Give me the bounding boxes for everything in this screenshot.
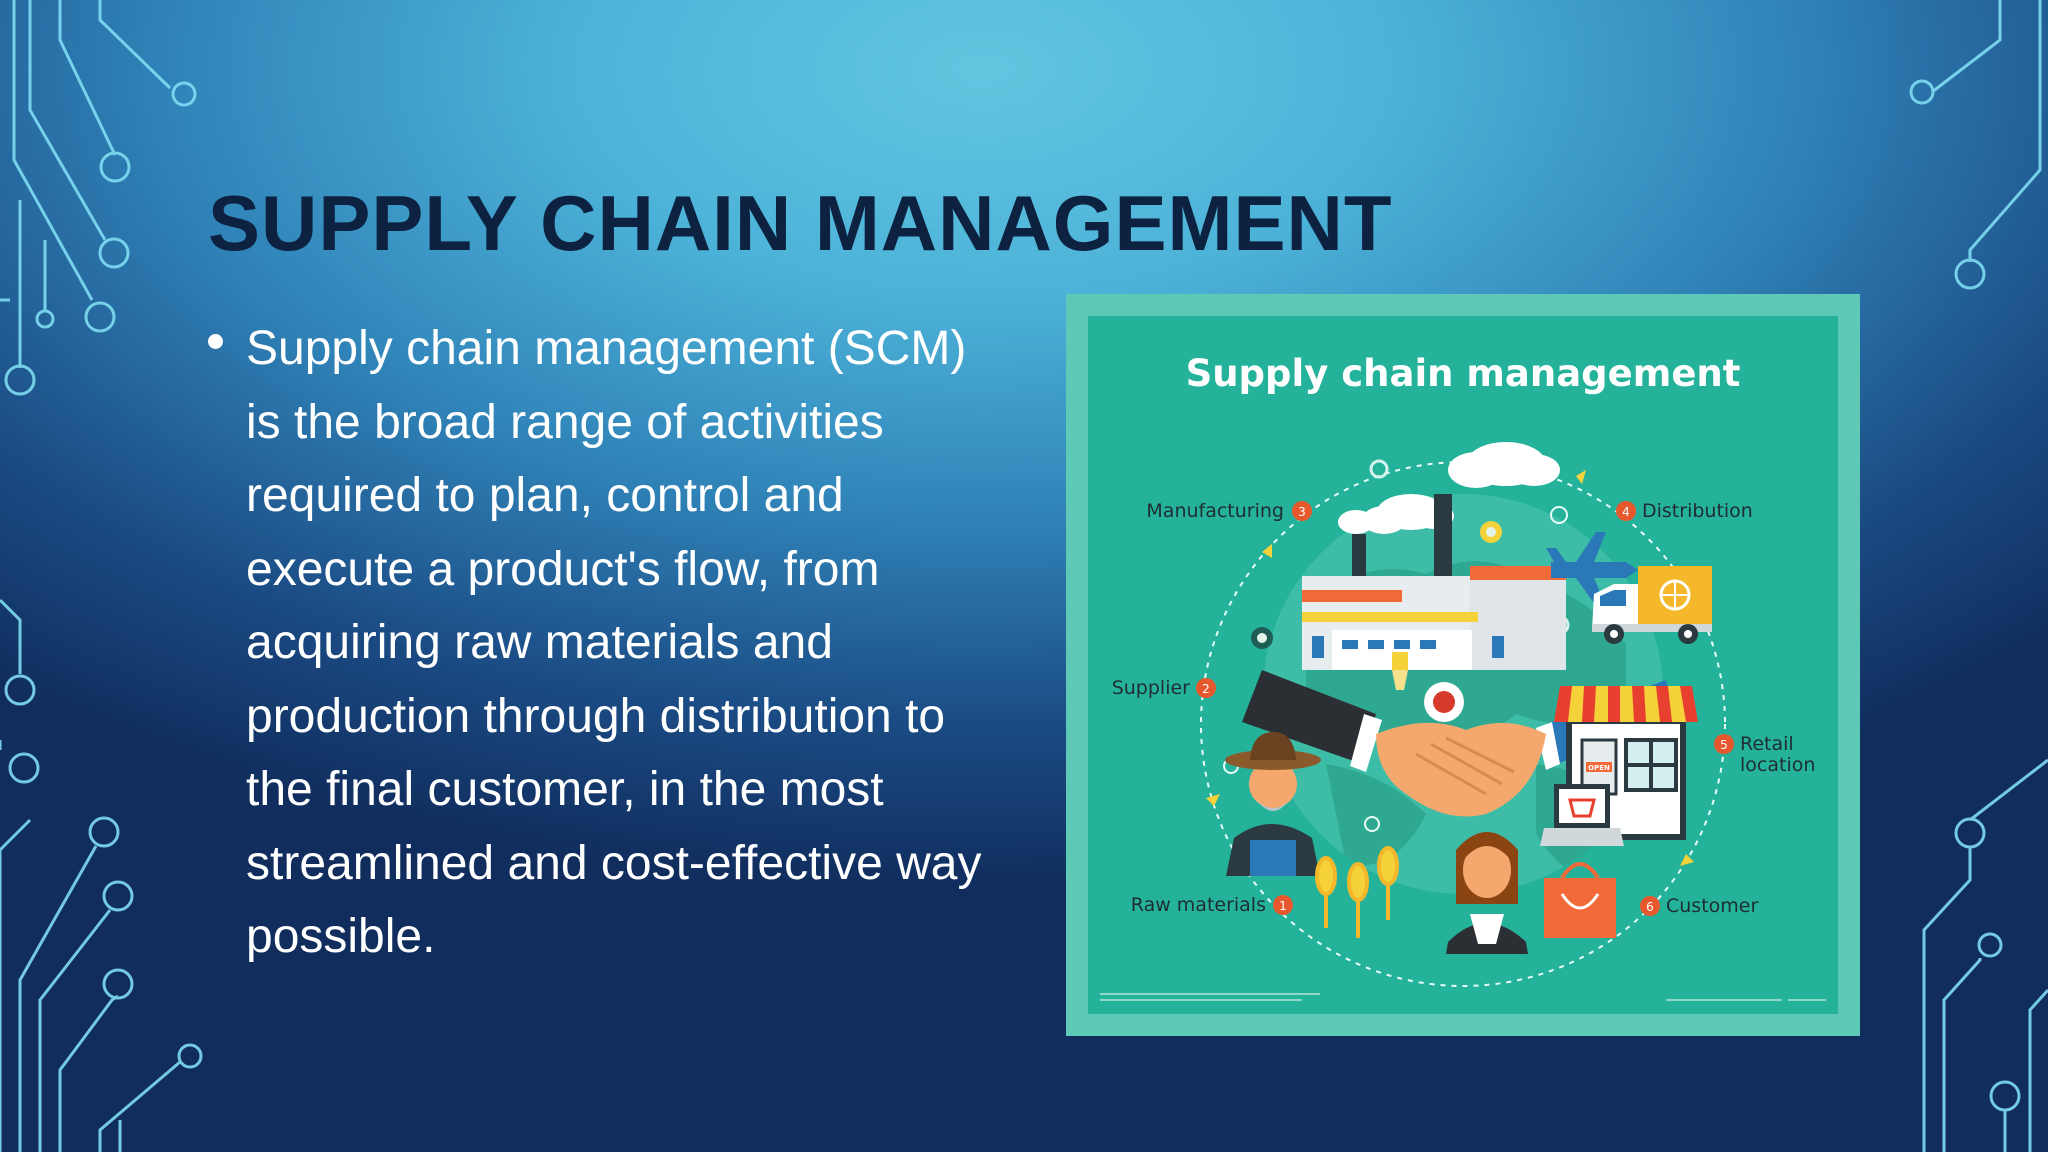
shopping-bag-icon [1544,862,1616,938]
bullet-text: Supply chain management (SCM) is the bro… [246,322,982,963]
airplane-icon [1546,532,1638,606]
store-icon: OPEN [1554,686,1698,840]
infographic-title: Supply chain management [1186,352,1741,395]
step-label-raw-materials: Raw materials [1131,894,1266,916]
laptop-icon [1540,784,1624,846]
customer-icon [1446,832,1528,954]
step-label-supplier: Supplier [1112,677,1190,699]
step-number-2: 2 [1202,682,1210,696]
bullet-dot [208,334,223,349]
step-label-distribution: Distribution [1642,500,1753,522]
open-sign: OPEN [1588,764,1610,772]
delivery-truck-icon [1592,566,1712,644]
step-number-4: 4 [1622,505,1630,519]
slide-title: SUPPLY CHAIN MANAGEMENT [208,179,1393,267]
step-number-3: 3 [1298,505,1306,519]
wheat-icon [1315,846,1399,938]
step-badge [1714,734,1734,754]
step-label-retail-line1: Retail [1740,733,1794,755]
step-label-customer: Customer [1666,895,1758,917]
step-number-1: 1 [1279,899,1287,913]
step-label-retail-line2: location [1740,754,1815,776]
step-badge [1616,501,1636,521]
footer-credits [1100,993,1826,1001]
bullet-list: Supply chain management (SCM) is the bro… [208,312,988,974]
step-number-6: 6 [1646,900,1654,914]
step-number-5: 5 [1720,738,1728,752]
supply-chain-infographic: Supply chain management [1066,294,1860,1036]
factory-icon [1302,494,1566,690]
gear-icon [1251,459,1570,722]
step-badge [1196,678,1216,698]
step-badge [1292,501,1312,521]
cloud-icon [1338,442,1560,534]
farmer-icon [1225,732,1321,876]
step-badge [1640,896,1660,916]
step-badge [1273,895,1293,915]
step-label-manufacturing: Manufacturing [1146,500,1284,522]
